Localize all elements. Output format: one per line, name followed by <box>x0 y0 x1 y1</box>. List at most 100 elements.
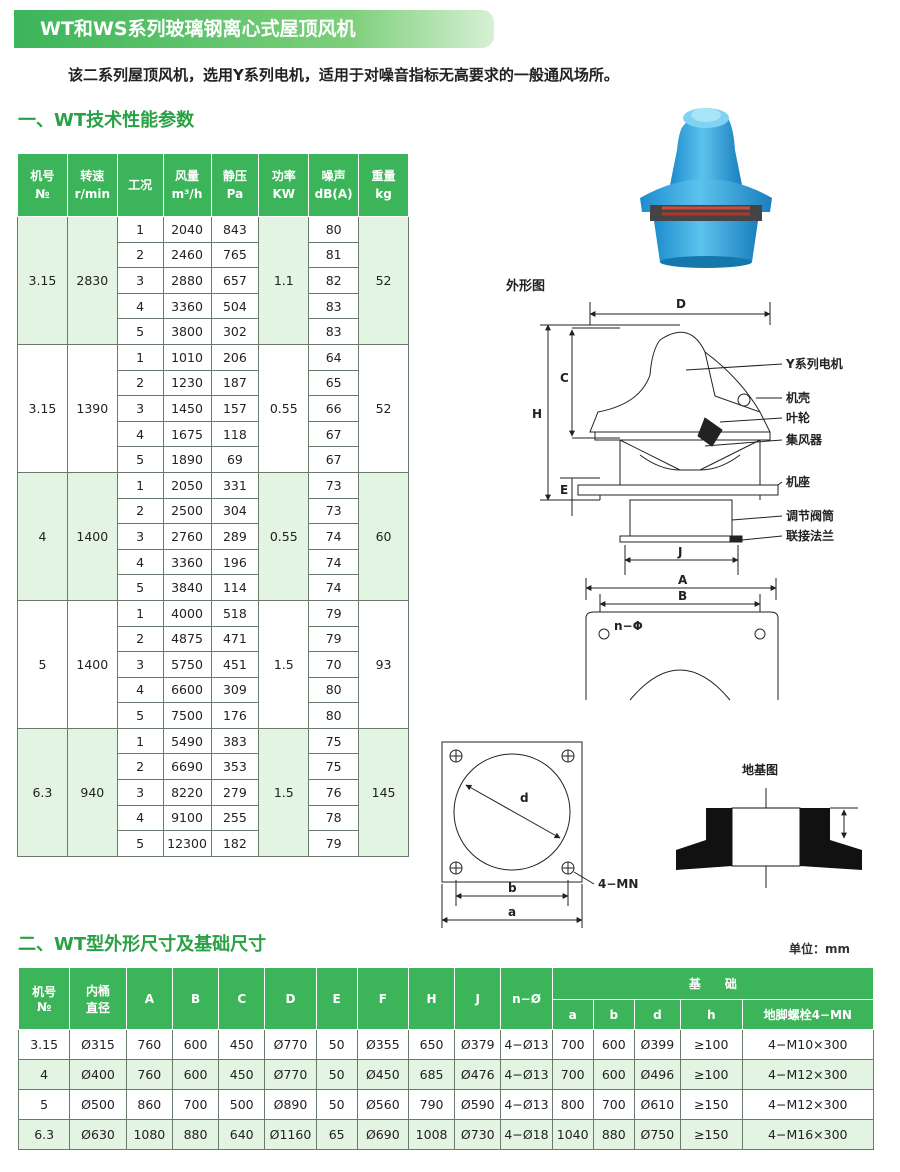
intro-text: 该二系列屋顶风机，选用Y系列电机，适用于对噪音指标无高要求的一般通风场所。 <box>68 66 619 84</box>
table-cell: 182 <box>210 830 260 857</box>
table-cell: 3 <box>116 395 164 422</box>
table-cell: 176 <box>210 702 260 729</box>
table-cell: 5490 <box>162 727 212 755</box>
table-cell: 700 <box>171 1089 220 1120</box>
dim-nphi: n−Φ <box>614 619 643 633</box>
table-cell: 1010 <box>162 343 212 371</box>
table-cell: 5 <box>17 599 68 729</box>
table-cell: Ø476 <box>454 1059 502 1090</box>
dim-J: J <box>677 545 682 559</box>
label-base: 机座 <box>786 474 810 489</box>
table-cell: 3.15 <box>17 216 68 345</box>
table-cell: 880 <box>592 1119 635 1150</box>
foundation-drawing <box>676 788 862 888</box>
table-cell: 2500 <box>162 497 212 525</box>
diagram-area: 外形图 <box>441 108 862 928</box>
table-cell: 4−Ø13 <box>500 1029 553 1060</box>
table-cell: 73 <box>308 497 360 525</box>
table-cell: 1 <box>116 216 164 243</box>
table-cell: ≥150 <box>679 1119 743 1150</box>
table-cell: Ø500 <box>69 1089 127 1120</box>
table-cell: 4−M10×300 <box>741 1029 875 1060</box>
col-header-A: A <box>125 967 173 1030</box>
table-cell: 600 <box>171 1029 220 1060</box>
label-collector: 集风器 <box>785 432 823 447</box>
table-cell: 700 <box>551 1059 594 1090</box>
table-cell: 66 <box>308 395 360 422</box>
table-cell: Ø730 <box>454 1119 502 1150</box>
dim-H: H <box>532 407 542 421</box>
col-header-bolt: 地脚螺栓4−MN <box>741 999 875 1030</box>
table-cell: 9100 <box>162 804 212 832</box>
table-cell: 700 <box>551 1029 594 1060</box>
table-cell: 1 <box>116 343 164 371</box>
table-cell: 1390 <box>66 343 118 473</box>
table-cell: 52 <box>358 216 409 345</box>
table-cell: 640 <box>218 1119 266 1150</box>
table-cell: 93 <box>358 599 409 729</box>
dim-d: d <box>520 791 529 805</box>
section2-title: 二、WT型外形尺寸及基础尺寸 <box>18 934 267 955</box>
table-cell: Ø400 <box>69 1059 127 1090</box>
table-cell: 3 <box>116 267 164 294</box>
table-cell: 4−Ø13 <box>500 1089 553 1120</box>
table-cell: 74 <box>308 574 360 601</box>
table-cell: 75 <box>308 753 360 781</box>
table-cell: Ø630 <box>69 1119 127 1150</box>
dim-A: A <box>678 573 688 587</box>
table-cell: 700 <box>592 1089 635 1120</box>
table-cell: ≥150 <box>679 1089 743 1120</box>
table-cell: 4 <box>116 292 164 320</box>
section1-title: 一、WT技术性能参数 <box>18 110 195 131</box>
page-title: WT和WS系列玻璃钢离心式屋顶风机 <box>14 10 494 48</box>
table-cell: 3360 <box>162 548 212 576</box>
table-cell: 1080 <box>125 1119 173 1150</box>
table-cell: ≥100 <box>679 1029 743 1060</box>
table-cell: 8220 <box>162 779 212 806</box>
table-cell: 83 <box>308 292 360 320</box>
table-cell: 2 <box>116 497 164 525</box>
table-cell: 4−M12×300 <box>741 1059 875 1090</box>
table-cell: 6690 <box>162 753 212 781</box>
table-cell: 1 <box>116 727 164 755</box>
col-header-nphi: n−Ø <box>500 967 553 1030</box>
table-cell: 12300 <box>162 830 212 857</box>
table-cell: 50 <box>315 1059 358 1090</box>
perf-col-header: 工况 <box>116 153 164 217</box>
table-cell: 5 <box>116 446 164 473</box>
table-cell: Ø610 <box>633 1089 681 1120</box>
table-cell: Ø379 <box>454 1029 502 1060</box>
table-cell: 3800 <box>162 318 212 345</box>
table-cell: Ø355 <box>356 1029 409 1060</box>
table-cell: Ø690 <box>356 1119 409 1150</box>
table-cell: 1.5 <box>258 727 310 857</box>
table-cell: 1 <box>116 471 164 499</box>
col-header-b: b <box>592 999 635 1030</box>
dim-B: B <box>678 589 687 603</box>
table-cell: 52 <box>358 343 409 473</box>
table-cell: 5750 <box>162 651 212 678</box>
table-cell: Ø399 <box>633 1029 681 1060</box>
table-cell: 81 <box>308 241 360 269</box>
table-cell: 3 <box>116 779 164 806</box>
col-header-F: F <box>356 967 409 1030</box>
table-cell: 1400 <box>66 471 118 601</box>
